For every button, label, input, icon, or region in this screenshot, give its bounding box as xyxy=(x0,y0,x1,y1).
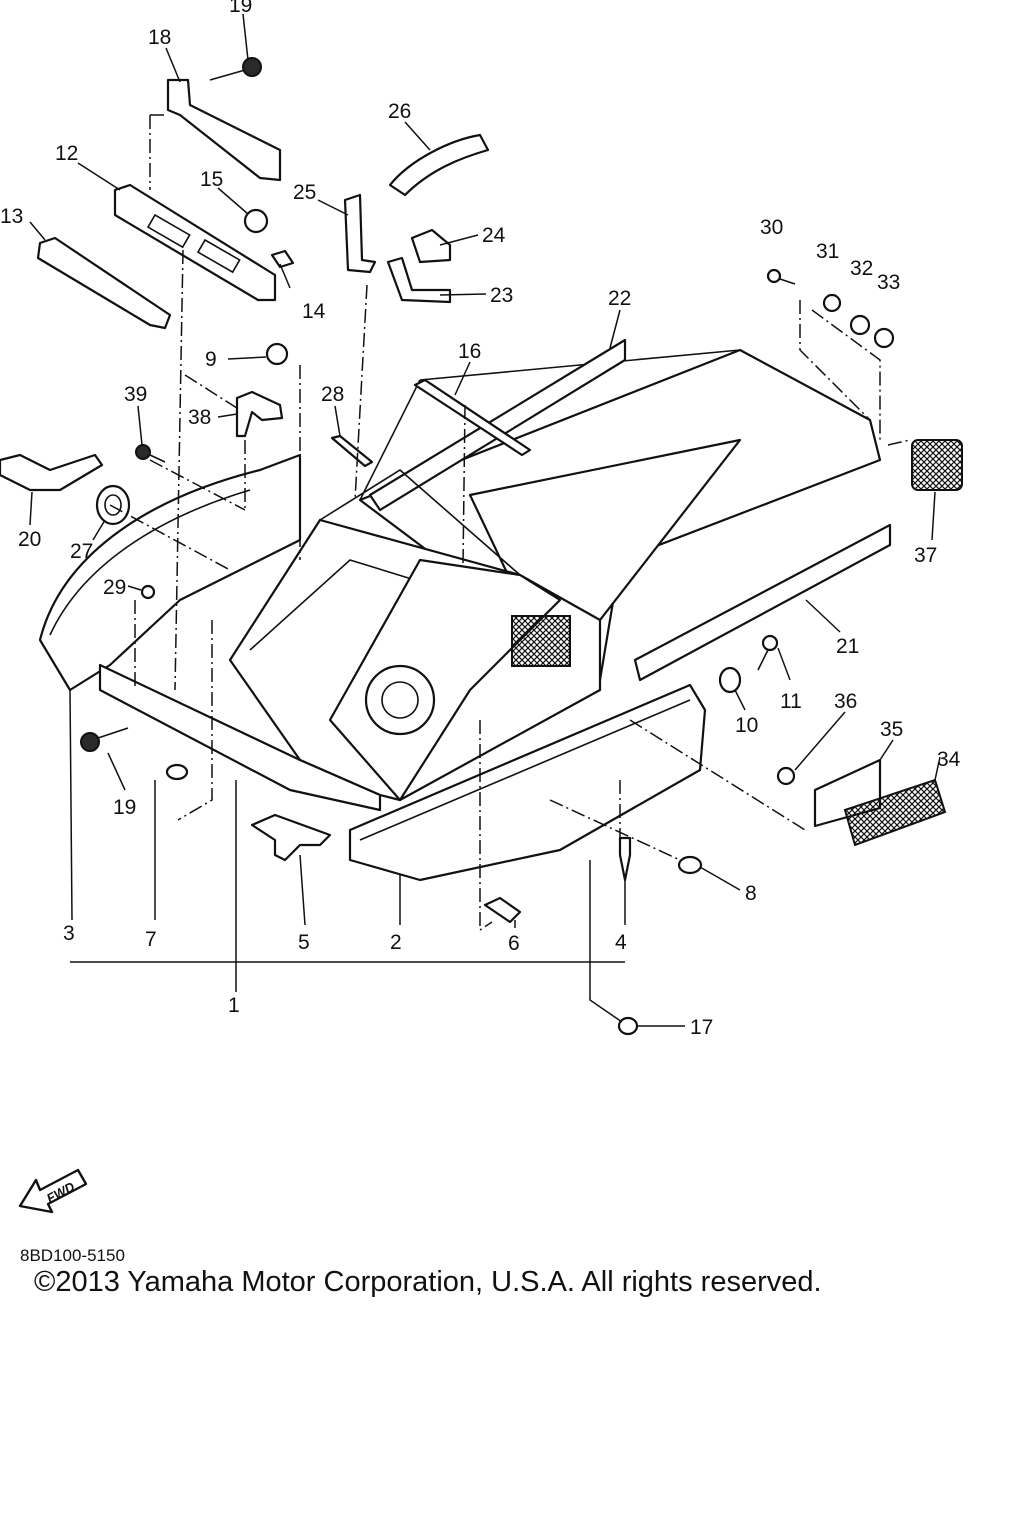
forward-arrow-icon: FWD xyxy=(18,1168,88,1214)
callout-29: 29 xyxy=(103,576,126,599)
callout-21: 21 xyxy=(836,635,859,658)
callout-39: 39 xyxy=(124,383,147,406)
callout-37: 37 xyxy=(914,544,937,567)
callout-38: 38 xyxy=(188,406,211,429)
callout-10: 10 xyxy=(735,714,758,737)
main-body-assembly xyxy=(38,338,892,882)
callout-30: 30 xyxy=(760,216,783,239)
callout-9: 9 xyxy=(205,348,217,371)
callout-23: 23 xyxy=(490,284,513,307)
callout-27: 27 xyxy=(70,540,93,563)
drawing-code: 8BD100-5150 xyxy=(20,1246,125,1265)
small-parts xyxy=(0,57,963,1036)
callout-33: 33 xyxy=(877,271,900,294)
callout-15: 15 xyxy=(200,168,223,191)
callout-24: 24 xyxy=(482,224,506,247)
exploded-parts-diagram: 19 18 26 12 15 25 24 30 13 31 32 33 14 2… xyxy=(0,0,963,1039)
callout-19-bottom: 19 xyxy=(113,796,136,819)
callout-11: 11 xyxy=(780,690,802,713)
callout-22: 22 xyxy=(608,287,631,310)
copyright-notice: ©2013 Yamaha Motor Corporation, U.S.A. A… xyxy=(34,1266,822,1298)
callout-35: 35 xyxy=(880,718,903,741)
callout-7: 7 xyxy=(145,928,157,951)
callout-18: 18 xyxy=(148,26,171,49)
callout-16: 16 xyxy=(458,340,481,363)
callout-2: 2 xyxy=(390,931,402,954)
callout-numbers: 19 18 26 12 15 25 24 30 13 31 32 33 14 2… xyxy=(0,0,961,1039)
callout-14: 14 xyxy=(302,300,326,323)
callout-34: 34 xyxy=(937,748,961,771)
callout-8: 8 xyxy=(745,882,757,905)
callout-26: 26 xyxy=(388,100,411,123)
callout-13: 13 xyxy=(0,205,23,228)
assembly-lines xyxy=(109,114,911,932)
callout-31: 31 xyxy=(816,240,839,263)
callout-17: 17 xyxy=(690,1016,713,1039)
callout-5: 5 xyxy=(298,931,310,954)
callout-20: 20 xyxy=(18,528,41,551)
callout-12: 12 xyxy=(55,142,78,165)
callout-3: 3 xyxy=(63,922,75,945)
leader-lines xyxy=(29,13,941,1027)
callout-28: 28 xyxy=(321,383,344,406)
callout-32: 32 xyxy=(850,257,873,280)
callout-25: 25 xyxy=(293,181,316,204)
callout-19-top: 19 xyxy=(229,0,252,17)
callout-36: 36 xyxy=(834,690,857,713)
callout-4: 4 xyxy=(615,931,627,954)
callout-6: 6 xyxy=(508,932,520,955)
callout-1: 1 xyxy=(228,994,240,1017)
